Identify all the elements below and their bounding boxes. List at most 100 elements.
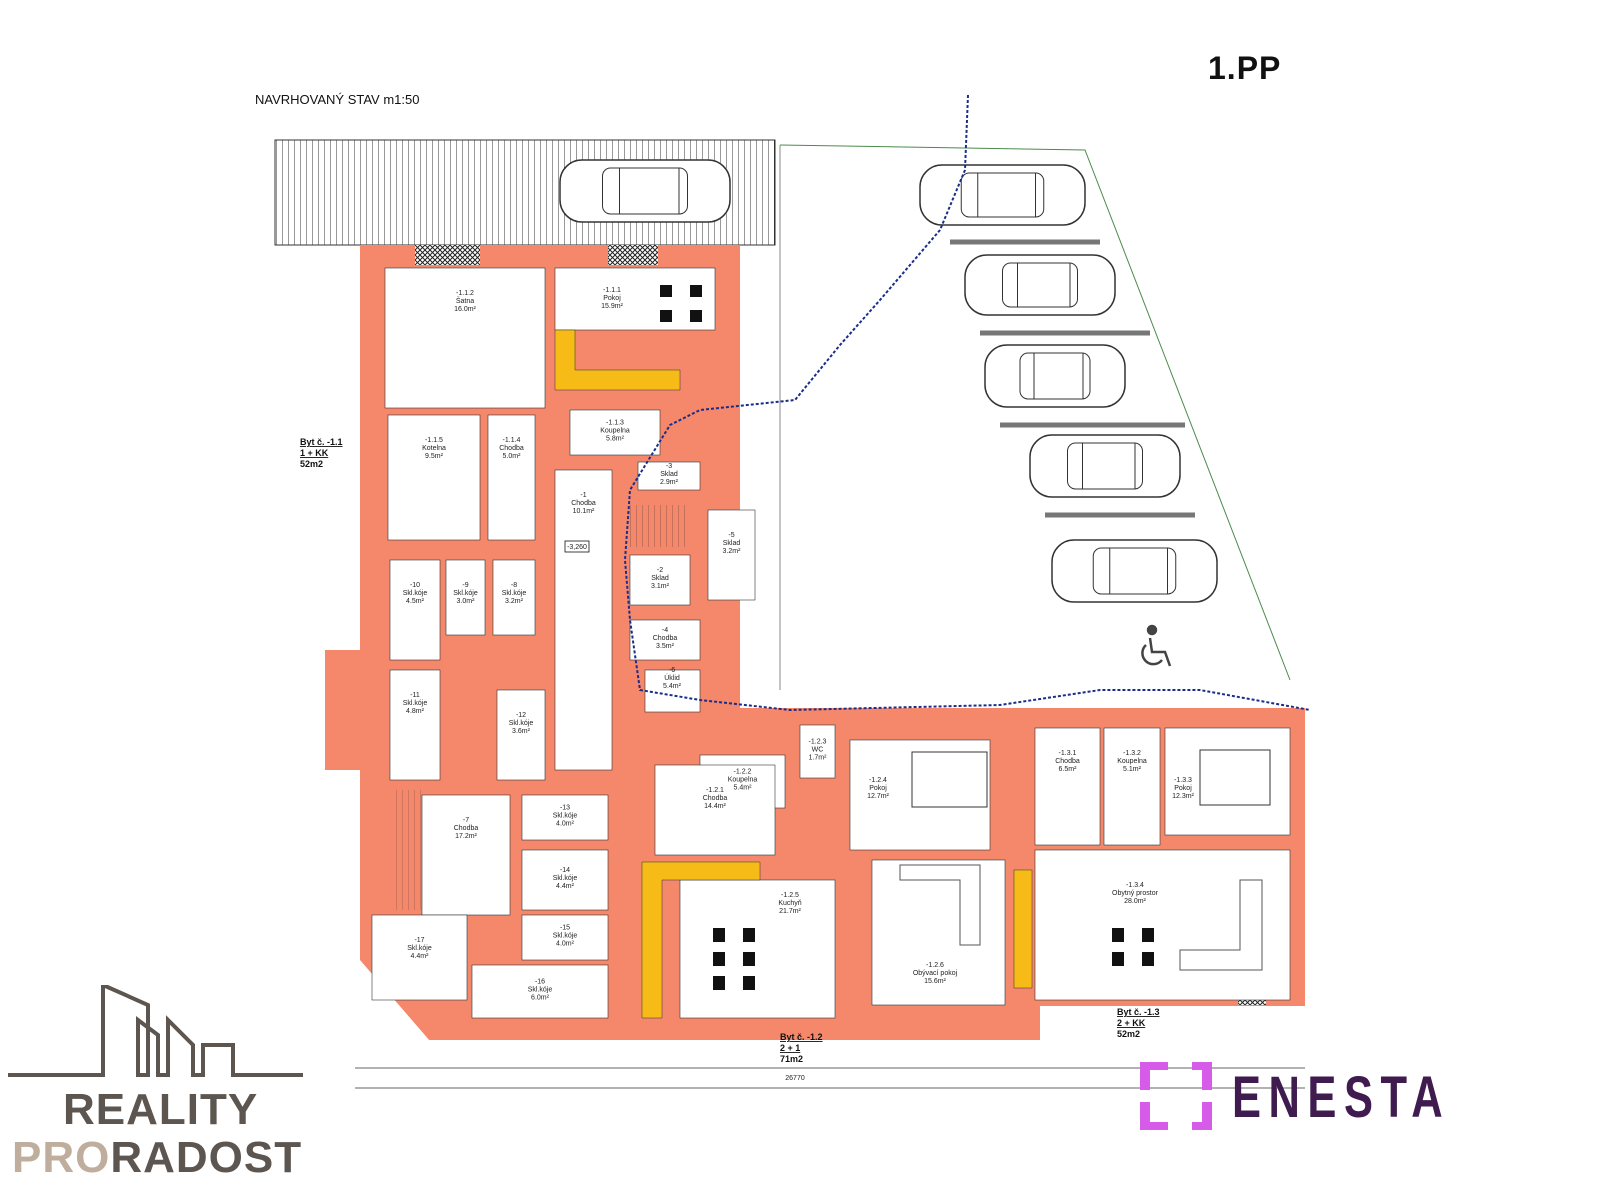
logo-text-reality: REALITY xyxy=(63,1085,259,1134)
room-id: -1.1.2 xyxy=(456,290,474,297)
room-area: 10.1m² xyxy=(573,508,595,515)
drawing-title: NAVRHOVANÝ STAV m1:50 xyxy=(255,92,420,107)
room-area: 3.6m² xyxy=(512,728,531,735)
room-area: 3.2m² xyxy=(723,548,742,555)
site-boundary xyxy=(779,144,1291,681)
utility-route xyxy=(623,94,1311,712)
room-name: Koupelna xyxy=(1117,758,1147,765)
room-name: Chodba xyxy=(499,445,524,452)
room-name: Obytný prostor xyxy=(1112,890,1159,897)
parked-cars xyxy=(559,159,1218,603)
room-id: -12 xyxy=(516,712,526,719)
room-area: 4.0m² xyxy=(556,821,575,828)
room-name: Obývací pokoj xyxy=(913,970,958,977)
room-area: 4.8m² xyxy=(406,708,425,715)
room-name: Skl.kóje xyxy=(403,700,428,707)
room-outline xyxy=(679,879,836,1019)
logo-text-pro: PRO xyxy=(12,1133,111,1182)
room-area: 14.4m² xyxy=(704,803,726,810)
room-outline xyxy=(629,554,691,606)
room-outline xyxy=(521,849,609,911)
room-area: 5.8m² xyxy=(606,436,625,443)
room-id: -1 xyxy=(580,492,586,499)
room-outline xyxy=(644,669,701,713)
room-name: Koupelna xyxy=(728,777,758,784)
apartment-type: 2 + 1 xyxy=(780,1043,800,1053)
room-outline xyxy=(487,414,536,541)
room-outline xyxy=(445,559,486,636)
room-name: Chodba xyxy=(571,500,596,507)
room-name: Šatna xyxy=(456,296,474,305)
room-id: -13 xyxy=(560,805,570,812)
room-id: -1.2.3 xyxy=(809,739,827,746)
dining-tables xyxy=(660,285,1154,990)
logo-text-radost: RADOST xyxy=(110,1133,303,1182)
room-area: 3.0m² xyxy=(457,598,476,605)
room-name: Sklad xyxy=(660,471,678,478)
room-outline xyxy=(871,859,1006,1006)
room-id: -6 xyxy=(669,667,675,674)
apartment-label: Byt č. -1.3 xyxy=(1117,1007,1160,1017)
room-name: Úklid xyxy=(664,673,680,682)
room-name: Pokoj xyxy=(603,295,621,302)
car-icon xyxy=(1051,539,1218,603)
room-outline xyxy=(1034,849,1291,1001)
room-id: -1.3.4 xyxy=(1126,882,1144,889)
room-id: -3 xyxy=(666,463,672,470)
room-id: -1.1.3 xyxy=(606,420,624,427)
room-id: -1.3.1 xyxy=(1059,750,1077,757)
logo-text-proradost: PRORADOST xyxy=(12,1133,302,1183)
room-area: 15.9m² xyxy=(601,303,623,310)
room-name: Skl.kóje xyxy=(528,987,553,994)
parking-stripes xyxy=(950,239,1195,518)
room-outline xyxy=(384,267,546,409)
room-outline xyxy=(471,964,609,1019)
room-id: -2 xyxy=(657,567,663,574)
room-name: Sklad xyxy=(723,540,741,547)
house-skyline-icon xyxy=(8,981,303,1077)
room-outline xyxy=(521,794,609,841)
room-outline xyxy=(849,739,991,851)
car-icon xyxy=(559,159,731,223)
room-name: Skl.kóje xyxy=(502,590,527,597)
room-area: 1.7m² xyxy=(809,755,828,762)
room-area: 5.1m² xyxy=(1123,766,1142,773)
room-id: -15 xyxy=(560,925,570,932)
room-id: -10 xyxy=(410,582,420,589)
room-id: -1.2.2 xyxy=(734,769,752,776)
room-id: -1.2.6 xyxy=(926,962,944,969)
apartment-label: Byt č. -1.2 xyxy=(780,1032,823,1042)
rooms xyxy=(371,267,1291,1019)
room-area: 21.7m² xyxy=(779,908,801,915)
room-name: Kotelna xyxy=(422,445,446,452)
room-name: Kuchyň xyxy=(778,900,801,907)
room-name: Skl.kóje xyxy=(553,933,578,940)
room-name: Chodba xyxy=(1055,758,1080,765)
apartment-type: 1 + KK xyxy=(300,448,329,458)
room-area: 3.2m² xyxy=(505,598,524,605)
room-id: -16 xyxy=(535,979,545,986)
apartment-label: Byt č. -1.1 xyxy=(300,437,343,447)
room-name: Chodba xyxy=(703,795,728,802)
room-id: -5 xyxy=(728,532,734,539)
room-id: -8 xyxy=(511,582,517,589)
room-id: -1.1.4 xyxy=(503,437,521,444)
room-area: 5.4m² xyxy=(734,785,753,792)
room-name: Skl.kóje xyxy=(403,590,428,597)
room-id: -1.1.5 xyxy=(425,437,443,444)
